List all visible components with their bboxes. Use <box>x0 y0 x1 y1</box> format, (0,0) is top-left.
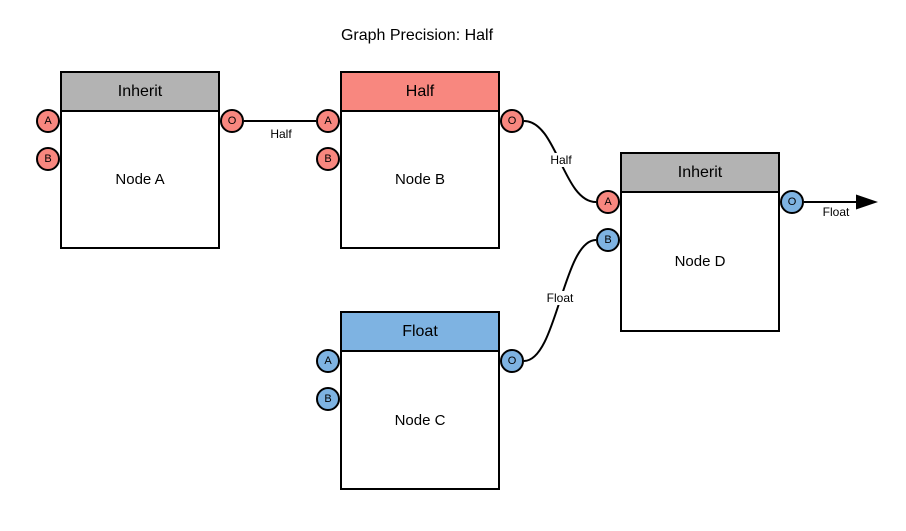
node-b-precision-header: Half <box>342 73 498 112</box>
node-b-input-b-port: B <box>316 147 340 171</box>
node-a-label: Node A <box>115 171 165 188</box>
node-c-precision-header: Float <box>342 313 498 352</box>
node-a: Inherit Node A <box>60 71 220 249</box>
node-a-precision-header: Inherit <box>62 73 218 112</box>
node-b-label: Node B <box>394 171 446 188</box>
node-a-input-b-port: B <box>36 147 60 171</box>
node-c-input-a-port: A <box>316 349 340 373</box>
node-a-input-a-port: A <box>36 109 60 133</box>
edge-label-a-to-b: Half <box>267 127 295 141</box>
node-c-label: Node C <box>394 411 446 429</box>
node-d-label: Node D <box>674 253 726 270</box>
node-c-output-port: O <box>500 349 524 373</box>
node-b-output-port: O <box>500 109 524 133</box>
node-d-output-port: O <box>780 190 804 214</box>
node-d-precision-header: Inherit <box>622 154 778 193</box>
node-c-input-b-port: B <box>316 387 340 411</box>
edge-label-b-to-d: Half <box>547 153 575 167</box>
node-a-output-port: O <box>220 109 244 133</box>
node-d: Inherit Node D <box>620 152 780 332</box>
edge-label-d-output: Float <box>819 205 853 219</box>
node-d-input-b-port: B <box>596 228 620 252</box>
node-b-input-a-port: A <box>316 109 340 133</box>
node-b: Half Node B <box>340 71 500 249</box>
edge-label-c-to-d: Float <box>543 291 577 305</box>
node-d-input-a-port: A <box>596 190 620 214</box>
arrowhead-icon <box>856 194 878 210</box>
graph-title: Graph Precision: Half <box>340 27 494 44</box>
node-c: Float Node C <box>340 311 500 490</box>
